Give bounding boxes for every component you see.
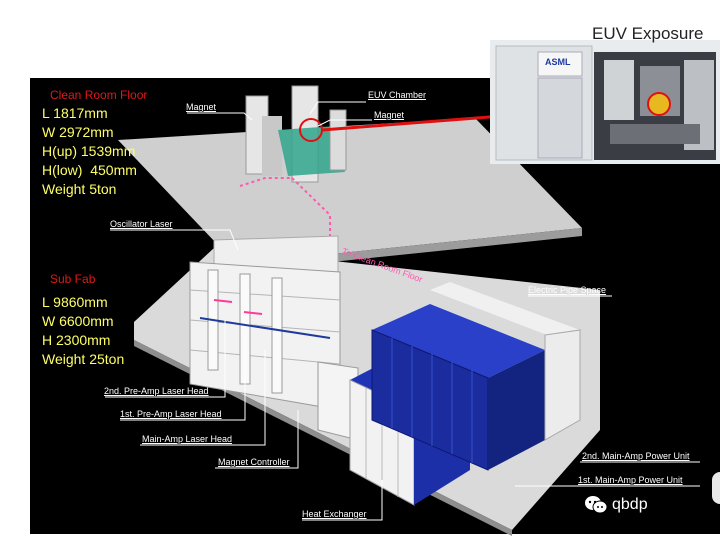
clean-room-spec-height-low: H(low) 450mm — [42, 162, 137, 178]
power-unit-top — [372, 304, 545, 378]
clean-room-spec-width: W 2972mm — [42, 124, 114, 140]
asml-logo: ASML — [545, 57, 571, 67]
sub-fab-spec-weight: Weight 25ton — [42, 351, 125, 367]
label-magnet-controller: Magnet Controller — [218, 457, 290, 467]
electric-pipe-space — [544, 329, 581, 441]
euv-chamber — [278, 126, 345, 176]
electric-pipe-top — [430, 282, 580, 340]
watermark-text: qbdp — [612, 496, 648, 513]
scroll-button[interactable] — [712, 472, 720, 504]
wechat-icon — [585, 496, 608, 514]
label-oscillator-laser: Oscillator Laser — [110, 219, 173, 229]
label-magnet-right: Magnet — [374, 110, 405, 120]
sub-fab-heading: Sub Fab — [50, 272, 96, 286]
leader-lines — [105, 101, 700, 521]
euv-exposure-title: EUV Exposure — [592, 24, 704, 43]
label-2nd-main-amp-power: 2nd. Main-Amp Power Unit — [582, 451, 690, 461]
label-1st-pre-amp: 1st. Pre-Amp Laser Head — [120, 409, 222, 419]
sub-fab-spec-height: H 2300mm — [42, 332, 111, 348]
clean-room-spec-length: L 1817mm — [42, 105, 108, 121]
label-electric-pipe-space: Electric Pipe Space — [528, 285, 607, 295]
sub-fab-spec-width: W 6600mm — [42, 313, 114, 329]
label-main-amp: Main-Amp Laser Head — [142, 434, 233, 444]
label-magnet-left: Magnet — [186, 102, 217, 112]
exposure-highlight-circle — [647, 92, 671, 116]
sub-fab-spec-length: L 9860mm — [42, 294, 108, 310]
clean-room-heading: Clean Room Floor — [50, 88, 148, 102]
label-heat-exchanger: Heat Exchanger — [302, 509, 367, 519]
clean-room-floor — [118, 118, 582, 264]
label-1st-main-amp-power: 1st. Main-Amp Power Unit — [578, 475, 683, 485]
label-2nd-pre-amp: 2nd. Pre-Amp Laser Head — [104, 386, 209, 396]
clean-room-spec-height-up: H(up) 1539mm — [42, 143, 136, 159]
label-euv-chamber: EUV Chamber — [368, 90, 427, 100]
clean-room-spec-weight: Weight 5ton — [42, 181, 117, 197]
